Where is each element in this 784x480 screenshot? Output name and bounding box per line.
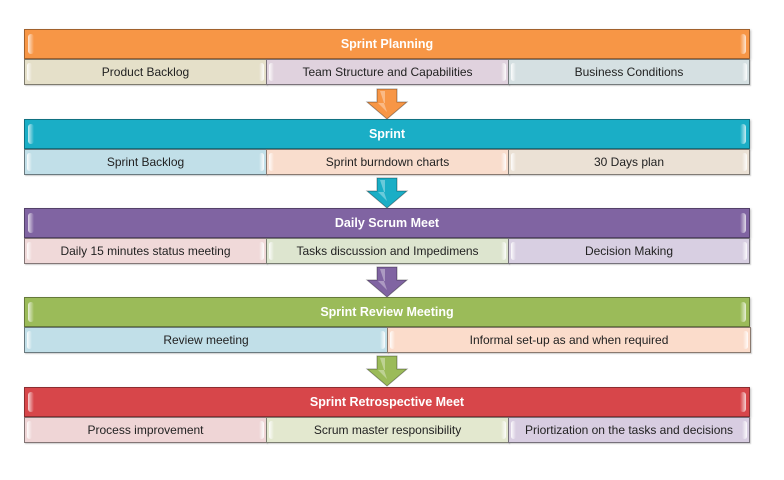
item-tasks-discussion: Tasks discussion and Impedimens xyxy=(266,238,509,264)
item-30-days-plan: 30 Days plan xyxy=(508,149,750,175)
down-arrow-1 xyxy=(365,88,409,120)
item-process-improvement: Process improvement xyxy=(24,417,267,443)
item-product-backlog: Product Backlog xyxy=(24,59,267,85)
stage-header-sprint-planning: Sprint Planning xyxy=(24,29,750,59)
item-scrum-master-responsibility: Scrum master responsibility xyxy=(266,417,509,443)
down-arrow-2 xyxy=(365,177,409,209)
item-informal-setup: Informal set-up as and when required xyxy=(387,327,751,353)
stage-header-sprint: Sprint xyxy=(24,119,750,149)
stage-header-daily-scrum-meet: Daily Scrum Meet xyxy=(24,208,750,238)
stage-header-sprint-retrospective-meet: Sprint Retrospective Meet xyxy=(24,387,750,417)
item-review-meeting: Review meeting xyxy=(24,327,388,353)
stage-header-sprint-review-meeting: Sprint Review Meeting xyxy=(24,297,750,327)
stage-items-daily-scrum-meet: Daily 15 minutes status meeting Tasks di… xyxy=(24,238,750,264)
down-arrow-4 xyxy=(365,355,409,387)
stage-items-sprint-review-meeting: Review meeting Informal set-up as and wh… xyxy=(24,327,751,353)
item-sprint-backlog: Sprint Backlog xyxy=(24,149,267,175)
stage-items-sprint-planning: Product Backlog Team Structure and Capab… xyxy=(24,59,750,85)
stage-items-sprint-retrospective-meet: Process improvement Scrum master respons… xyxy=(24,417,750,443)
item-sprint-burndown-charts: Sprint burndown charts xyxy=(266,149,509,175)
item-prioritization: Priortization on the tasks and decisions xyxy=(508,417,750,443)
down-arrow-3 xyxy=(365,266,409,298)
stage-items-sprint: Sprint Backlog Sprint burndown charts 30… xyxy=(24,149,750,175)
item-team-structure: Team Structure and Capabilities xyxy=(266,59,509,85)
item-business-conditions: Business Conditions xyxy=(508,59,750,85)
item-daily-status-meeting: Daily 15 minutes status meeting xyxy=(24,238,267,264)
item-decision-making: Decision Making xyxy=(508,238,750,264)
